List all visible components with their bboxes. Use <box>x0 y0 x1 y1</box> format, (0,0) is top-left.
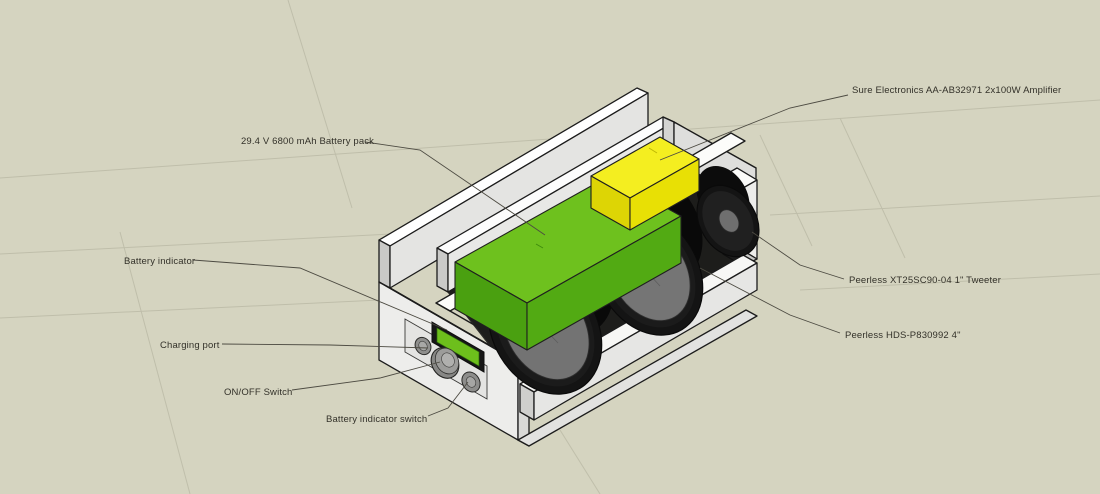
callout-label-battery-pack: 29.4 V 6800 mAh Battery pack <box>241 136 375 147</box>
control-panel <box>404 318 488 400</box>
leader-line-battery-indicator <box>192 259 448 331</box>
leader-line-charging-port <box>221 343 429 349</box>
callout-label-on-off-switch: ON/OFF Switch <box>224 387 293 398</box>
on-off-switch[interactable] <box>426 343 465 384</box>
charging-port[interactable] <box>412 334 434 357</box>
leader-line-woofer <box>699 267 841 334</box>
leader-line-battery-pack <box>364 141 546 236</box>
battery-front-face <box>526 215 682 351</box>
battery-indicator-display[interactable] <box>436 327 480 367</box>
amplifier-board <box>590 136 700 231</box>
leader-line-amplifier <box>659 94 849 161</box>
callout-label-tweeter: Peerless XT25SC90-04 1" Tweeter <box>849 275 1002 286</box>
tweeter <box>696 184 760 258</box>
leader-line-on-off-switch <box>291 361 441 391</box>
callout-label-charging-port: Charging port <box>160 340 220 351</box>
callout-label-battery-indicator: Battery indicator <box>124 256 196 267</box>
battery-crease-line <box>535 243 544 249</box>
amplifier-crease-line <box>648 147 658 154</box>
callout-label-woofer: Peerless HDS-P830992 4" <box>845 330 961 341</box>
leader-line-tweeter <box>751 231 845 280</box>
callout-leader-lines <box>192 94 849 417</box>
amplifier-front-face <box>629 158 700 231</box>
callout-label-battery-indicator-switch: Battery indicator switch <box>326 414 428 425</box>
callout-label-amplifier: Sure Electronics AA-AB32971 2x100W Ampli… <box>852 85 1062 96</box>
leader-line-battery-indicator-switch <box>427 381 469 417</box>
battery-indicator-switch[interactable] <box>458 369 483 396</box>
